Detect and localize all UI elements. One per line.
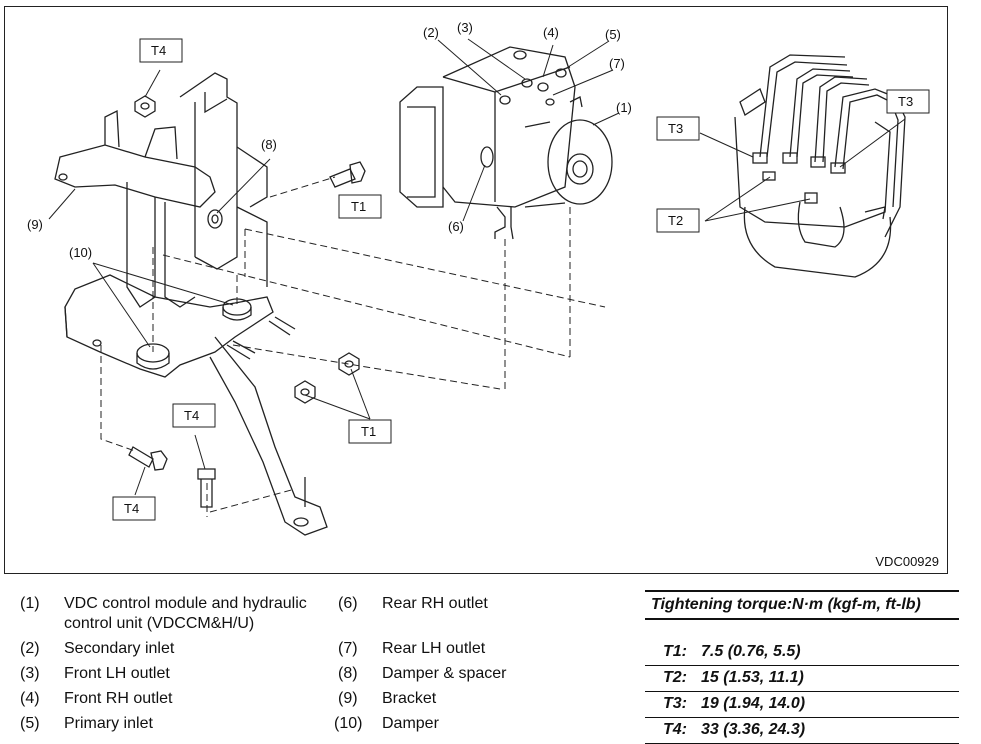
- leader-lines: [48, 38, 906, 496]
- callout-9: (9): [27, 217, 43, 232]
- figure-id: VDC00929: [875, 554, 939, 569]
- callout-1: (1): [616, 100, 632, 115]
- tag-box-t3-left: [656, 116, 700, 141]
- pipe-detail: [734, 54, 906, 278]
- torque-row: T4: 33 (3.36, 24.3): [645, 718, 959, 744]
- torque-title: Tightening torque:N·m (kgf-m, ft-lb): [645, 590, 959, 620]
- tag-t3-left: T3: [668, 121, 683, 136]
- legend: (1) VDC control module and hydraulic con…: [0, 590, 981, 744]
- tag-box-t1-top: [338, 194, 382, 219]
- tag-box-t4-top: [139, 38, 183, 63]
- bolt-t1-top: [329, 161, 366, 188]
- alignment-lines: [100, 176, 606, 517]
- torque-table: Tightening torque:N·m (kgf-m, ft-lb) T1:…: [645, 590, 959, 744]
- callout-4: (4): [543, 25, 559, 40]
- tag-t4-mid: T4: [184, 408, 199, 423]
- exploded-diagram: (2) (3) (4) (5) (7) (1) (6) (8) (9) (10)…: [27, 20, 930, 536]
- tag-t4-top: T4: [151, 43, 166, 58]
- bolt-front-2: [268, 316, 296, 336]
- bracket-outline: [54, 144, 216, 208]
- callout-7: (7): [609, 56, 625, 71]
- callout-8: (8): [261, 137, 277, 152]
- tag-box-t3-right: [886, 89, 930, 114]
- tag-t1-bottom: T1: [361, 424, 376, 439]
- callout-3: (3): [457, 20, 473, 35]
- callout-6: (6): [448, 219, 464, 234]
- tag-box-t2: [656, 208, 700, 233]
- tag-t4-bottom: T4: [124, 501, 139, 516]
- tag-box-t4-bottom: [112, 496, 156, 521]
- torque-row: T3: 19 (1.94, 14.0): [645, 692, 959, 718]
- torque-row: T1: 7.5 (0.76, 5.5): [645, 640, 959, 666]
- tag-t2: T2: [668, 213, 683, 228]
- torque-row: T2: 15 (1.53, 11.1): [645, 666, 959, 692]
- tag-box-t4-mid: [172, 403, 216, 428]
- callout-2: (2): [423, 25, 439, 40]
- callout-5: (5): [605, 27, 621, 42]
- hydraulic-unit: [399, 46, 613, 240]
- tag-t3-right: T3: [898, 94, 913, 109]
- tag-box-t1-bottom: [348, 419, 392, 444]
- tag-t1-top: T1: [351, 199, 366, 214]
- diagram-frame: (2) (3) (4) (5) (7) (1) (6) (8) (9) (10)…: [4, 6, 948, 574]
- callout-10: (10): [69, 245, 92, 260]
